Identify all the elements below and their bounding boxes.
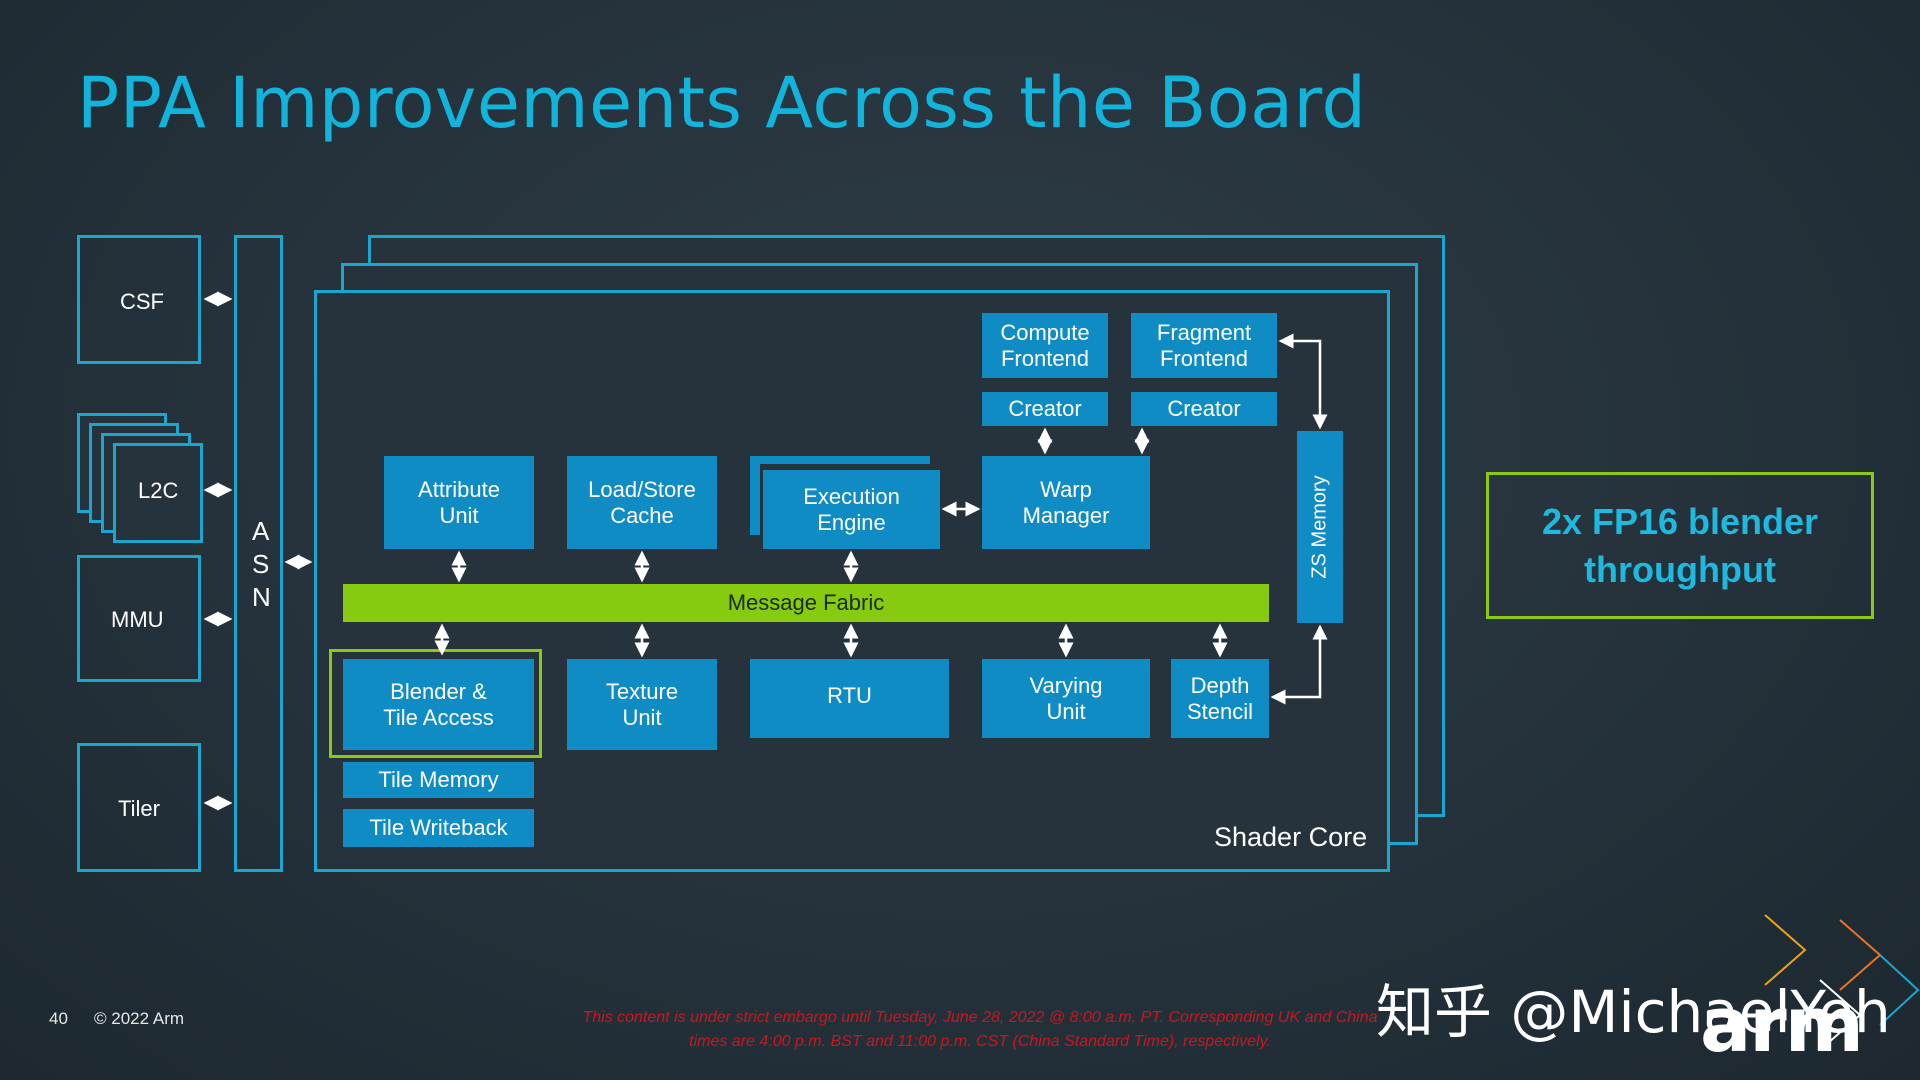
l2c-label: L2C: [138, 478, 179, 503]
l2c-box: [113, 443, 203, 543]
execution-engine-block: Execution Engine: [763, 470, 940, 549]
asn-letter-s: S: [252, 549, 270, 579]
varying-unit-block: Varying Unit: [982, 659, 1150, 738]
attribute-unit-block: Attribute Unit: [384, 456, 534, 549]
blender-tile-access-block: Blender & Tile Access: [343, 659, 534, 750]
zhihu-watermark: 知乎 @MichaelYeh: [1376, 978, 1891, 1046]
compute-creator-block: Creator: [982, 392, 1108, 426]
shader-core-label: Shader Core: [1214, 822, 1368, 852]
load-store-cache-block: Load/Store Cache: [567, 456, 717, 549]
message-fabric-bar: Message Fabric: [343, 584, 1269, 622]
fragment-frontend-block: Fragment Frontend: [1131, 313, 1277, 378]
mmu-label: MMU: [111, 607, 164, 632]
tiler-label: Tiler: [118, 796, 160, 821]
zs-depth-arrow: [1270, 624, 1328, 705]
depth-stencil-block: Depth Stencil: [1171, 659, 1269, 738]
csf-label: CSF: [120, 289, 164, 314]
tile-memory-block: Tile Memory: [343, 762, 534, 798]
asn-letter-a: A: [252, 516, 270, 546]
asn-letter-n: N: [252, 582, 271, 612]
fp16-callout-text: 2x FP16 blender throughput: [1541, 500, 1819, 590]
rtu-block: RTU: [750, 659, 949, 738]
copyright: © 2022 Arm: [94, 1009, 185, 1028]
embargo-notice: This content is under strict embargo unt…: [500, 1006, 1460, 1054]
fragment-creator-block: Creator: [1131, 392, 1277, 426]
tiler-box: [77, 743, 201, 872]
fp16-callout: 2x FP16 blender throughput: [1486, 472, 1874, 619]
zs-memory-block: ZS Memory: [1297, 431, 1343, 623]
embargo-line-2: times are 4:00 p.m. BST and 11:00 p.m. C…: [689, 1033, 1271, 1050]
mmu-box: [77, 555, 201, 682]
fragment-zs-arrow: [1278, 333, 1328, 430]
csf-box: [77, 235, 201, 364]
slide-title: PPA Improvements Across the Board: [77, 62, 1367, 144]
asn-bus: [234, 235, 283, 872]
tile-writeback-block: Tile Writeback: [343, 809, 534, 847]
page-number: 40: [49, 1009, 68, 1028]
compute-frontend-block: Compute Frontend: [982, 313, 1108, 378]
arm-chevron-icon: [1764, 914, 1920, 1051]
warp-manager-block: Warp Manager: [982, 456, 1150, 549]
arm-logo: arm: [1700, 980, 1864, 1069]
texture-unit-block: Texture Unit: [567, 659, 717, 750]
embargo-line-1: This content is under strict embargo unt…: [582, 1009, 1378, 1026]
